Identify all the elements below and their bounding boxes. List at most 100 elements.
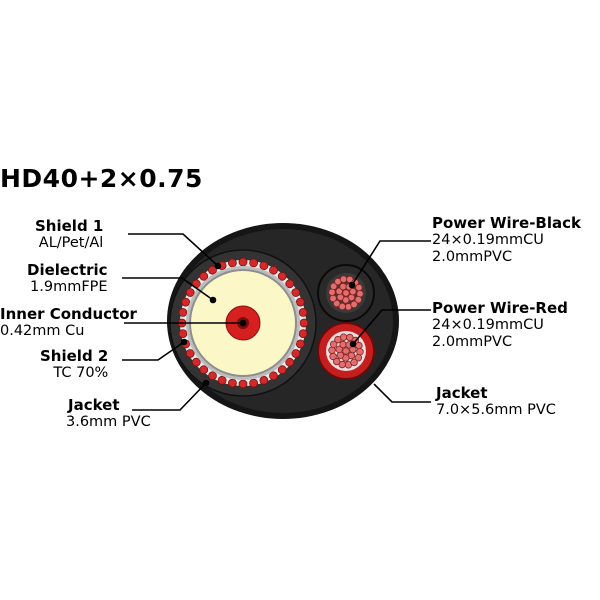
braid-strand	[285, 357, 295, 367]
shield2-braid	[177, 257, 309, 389]
braid-strand	[178, 329, 188, 339]
wire-strand	[338, 360, 346, 369]
wire-strand	[339, 340, 347, 349]
label-power-black-spec1: 24×0.19mmCU	[432, 232, 544, 248]
braid-strand	[249, 258, 259, 268]
label-power-red-spec2: 2.0mmPVC	[432, 334, 513, 350]
braid-strand	[178, 307, 188, 317]
braid-strand	[269, 371, 278, 381]
braid-strand	[185, 349, 195, 358]
label-shield1-name: Shield 1	[35, 217, 104, 235]
wire-strand	[336, 351, 345, 359]
label-jacket-outer-name: Jacket	[436, 384, 488, 402]
leader-inner-conductor-dot	[239, 319, 247, 327]
label-inner-conductor: Inner Conductor 0.42mm Cu	[0, 306, 137, 340]
wire-strand	[333, 357, 341, 366]
braid-strand	[269, 265, 278, 275]
wire-strand	[355, 341, 363, 350]
braid-strand	[298, 307, 308, 317]
braid-strand	[259, 261, 269, 271]
wire-strand	[350, 358, 358, 367]
wire-strand	[330, 282, 338, 290]
braid-strand	[181, 297, 191, 307]
wire-strand	[329, 294, 337, 303]
power-wire-black-strands	[328, 275, 364, 311]
wire-strand	[335, 287, 343, 295]
braid-strand	[277, 271, 287, 281]
label-jacket-outer: Jacket 7.0×5.6mm PVC	[436, 385, 556, 419]
leader-jacket-inner-dot	[202, 379, 210, 387]
braid-strand	[299, 318, 309, 328]
braid-strand	[199, 365, 209, 375]
wire-strand	[336, 293, 345, 301]
label-power-red-spec1: 24×0.19mmCU	[432, 317, 544, 333]
leader-jacket-inner	[132, 382, 207, 411]
label-power-red-name: Power Wire-Red	[432, 299, 568, 317]
braid-strand	[277, 365, 287, 375]
wire-strand	[329, 352, 337, 361]
label-power-black-name: Power Wire-Black	[432, 214, 581, 232]
label-shield1-spec: AL/Pet/Al	[38, 235, 104, 251]
leader-power-black	[351, 240, 431, 286]
leader-shield1	[128, 233, 219, 267]
wire-strand	[354, 296, 362, 304]
wire-strand	[346, 333, 354, 342]
braid-strand	[285, 279, 295, 289]
leader-dielectric-dot	[209, 296, 217, 304]
braid-strand	[249, 378, 259, 388]
label-inner-conductor-name: Inner Conductor	[0, 305, 137, 323]
label-jacket-inner: Jacket 3.6mm PVC	[66, 397, 151, 431]
label-power-black: Power Wire-Black 24×0.19mmCU 2.0mmPVC	[432, 215, 581, 266]
wire-strand	[342, 289, 350, 297]
braid-strand	[227, 258, 237, 268]
wire-strand	[339, 282, 347, 291]
leader-power-red	[352, 309, 431, 345]
wire-strand	[330, 340, 338, 348]
braid-strand	[238, 379, 248, 389]
wire-strand	[350, 300, 358, 309]
label-jacket-inner-name: Jacket	[68, 396, 120, 414]
label-shield2: Shield 2 TC 70%	[40, 348, 108, 382]
braid-strand	[291, 288, 301, 297]
wire-strand	[339, 275, 348, 283]
label-shield1: Shield 1 AL/Pet/Al	[35, 218, 103, 252]
label-dielectric-spec: 1.9mmFPE	[30, 279, 108, 295]
wire-strand	[333, 299, 341, 308]
leader-dielectric	[122, 277, 214, 301]
label-jacket-inner-spec: 3.6mm PVC	[66, 414, 151, 430]
braid-strand	[199, 271, 209, 281]
label-power-black-spec2: 2.0mmPVC	[432, 249, 513, 265]
wire-strand	[335, 345, 343, 353]
label-dielectric-name: Dielectric	[27, 261, 108, 279]
leader-shield2-dot	[180, 338, 188, 346]
braid-strand	[208, 265, 217, 275]
wire-strand	[338, 302, 346, 311]
leader-shield1-dot	[214, 262, 222, 270]
braid-strand	[298, 329, 308, 339]
braid-strand	[217, 375, 227, 385]
leader-power-black-dot	[348, 281, 356, 289]
diagram-title: HD40+2×0.75	[0, 164, 203, 193]
leader-power-red-dot	[349, 340, 357, 348]
label-jacket-outer-spec: 7.0×5.6mm PVC	[436, 402, 556, 418]
wire-strand	[354, 354, 362, 362]
label-power-red: Power Wire-Red 24×0.19mmCU 2.0mmPVC	[432, 300, 568, 351]
wire-strand	[349, 287, 357, 296]
label-shield2-name: Shield 2	[40, 347, 109, 365]
braid-strand	[295, 339, 305, 349]
braid-strand	[185, 288, 195, 297]
braid-strand	[208, 371, 217, 381]
braid-strand	[259, 375, 269, 385]
leader-shield2	[122, 341, 185, 361]
braid-strand	[291, 349, 301, 358]
braid-strand	[238, 257, 248, 267]
label-shield2-spec: TC 70%	[53, 365, 109, 381]
braid-strand	[191, 357, 201, 367]
braid-strand	[227, 378, 237, 388]
label-inner-conductor-spec: 0.42mm Cu	[0, 323, 85, 339]
power-wire-red-strands	[328, 333, 364, 369]
wire-strand	[342, 347, 350, 355]
braid-strand	[295, 297, 305, 307]
wire-strand	[339, 333, 348, 341]
